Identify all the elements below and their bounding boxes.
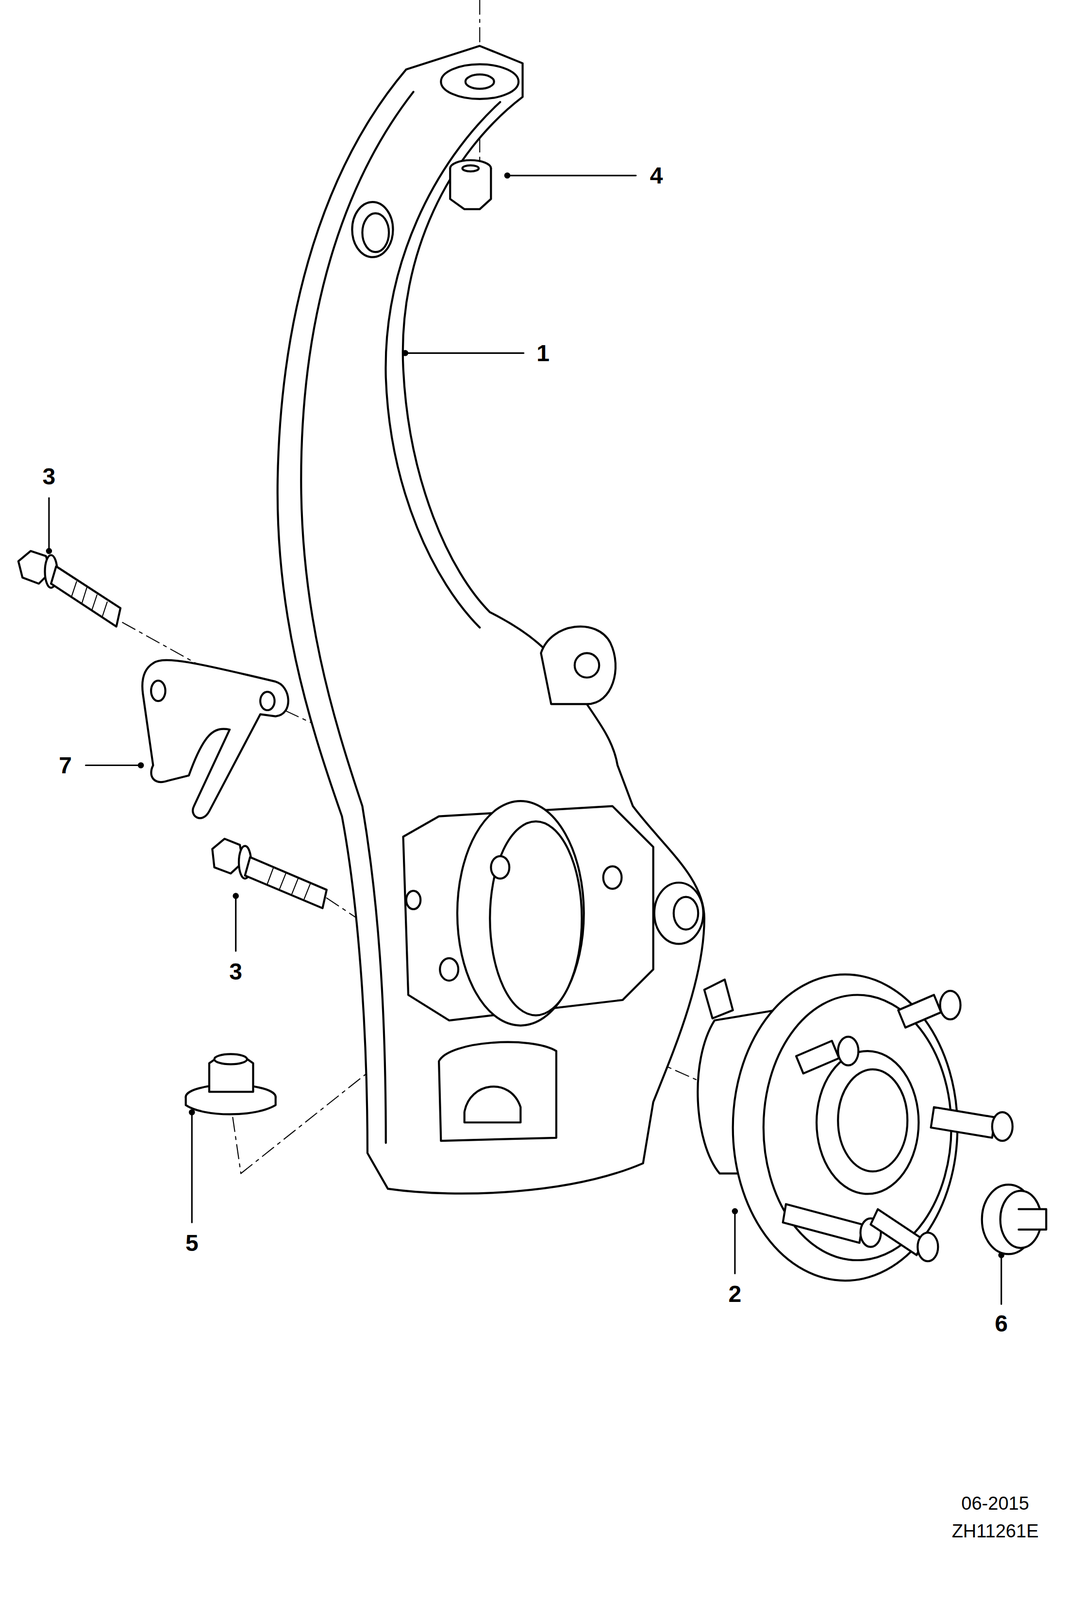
callout-number: 4 xyxy=(650,164,664,188)
callout-number: 5 xyxy=(185,1231,199,1255)
callout-number: 3 xyxy=(229,960,243,984)
callout-number: 3 xyxy=(42,465,56,489)
callout-number: 6 xyxy=(994,1312,1008,1336)
callout-number: 7 xyxy=(58,753,72,778)
drawing-code: ZH11261E xyxy=(951,1521,1039,1541)
drawing-date: 06-2015 xyxy=(961,1494,1029,1513)
callout-number: 2 xyxy=(728,1282,742,1306)
callout-number: 1 xyxy=(536,341,550,366)
